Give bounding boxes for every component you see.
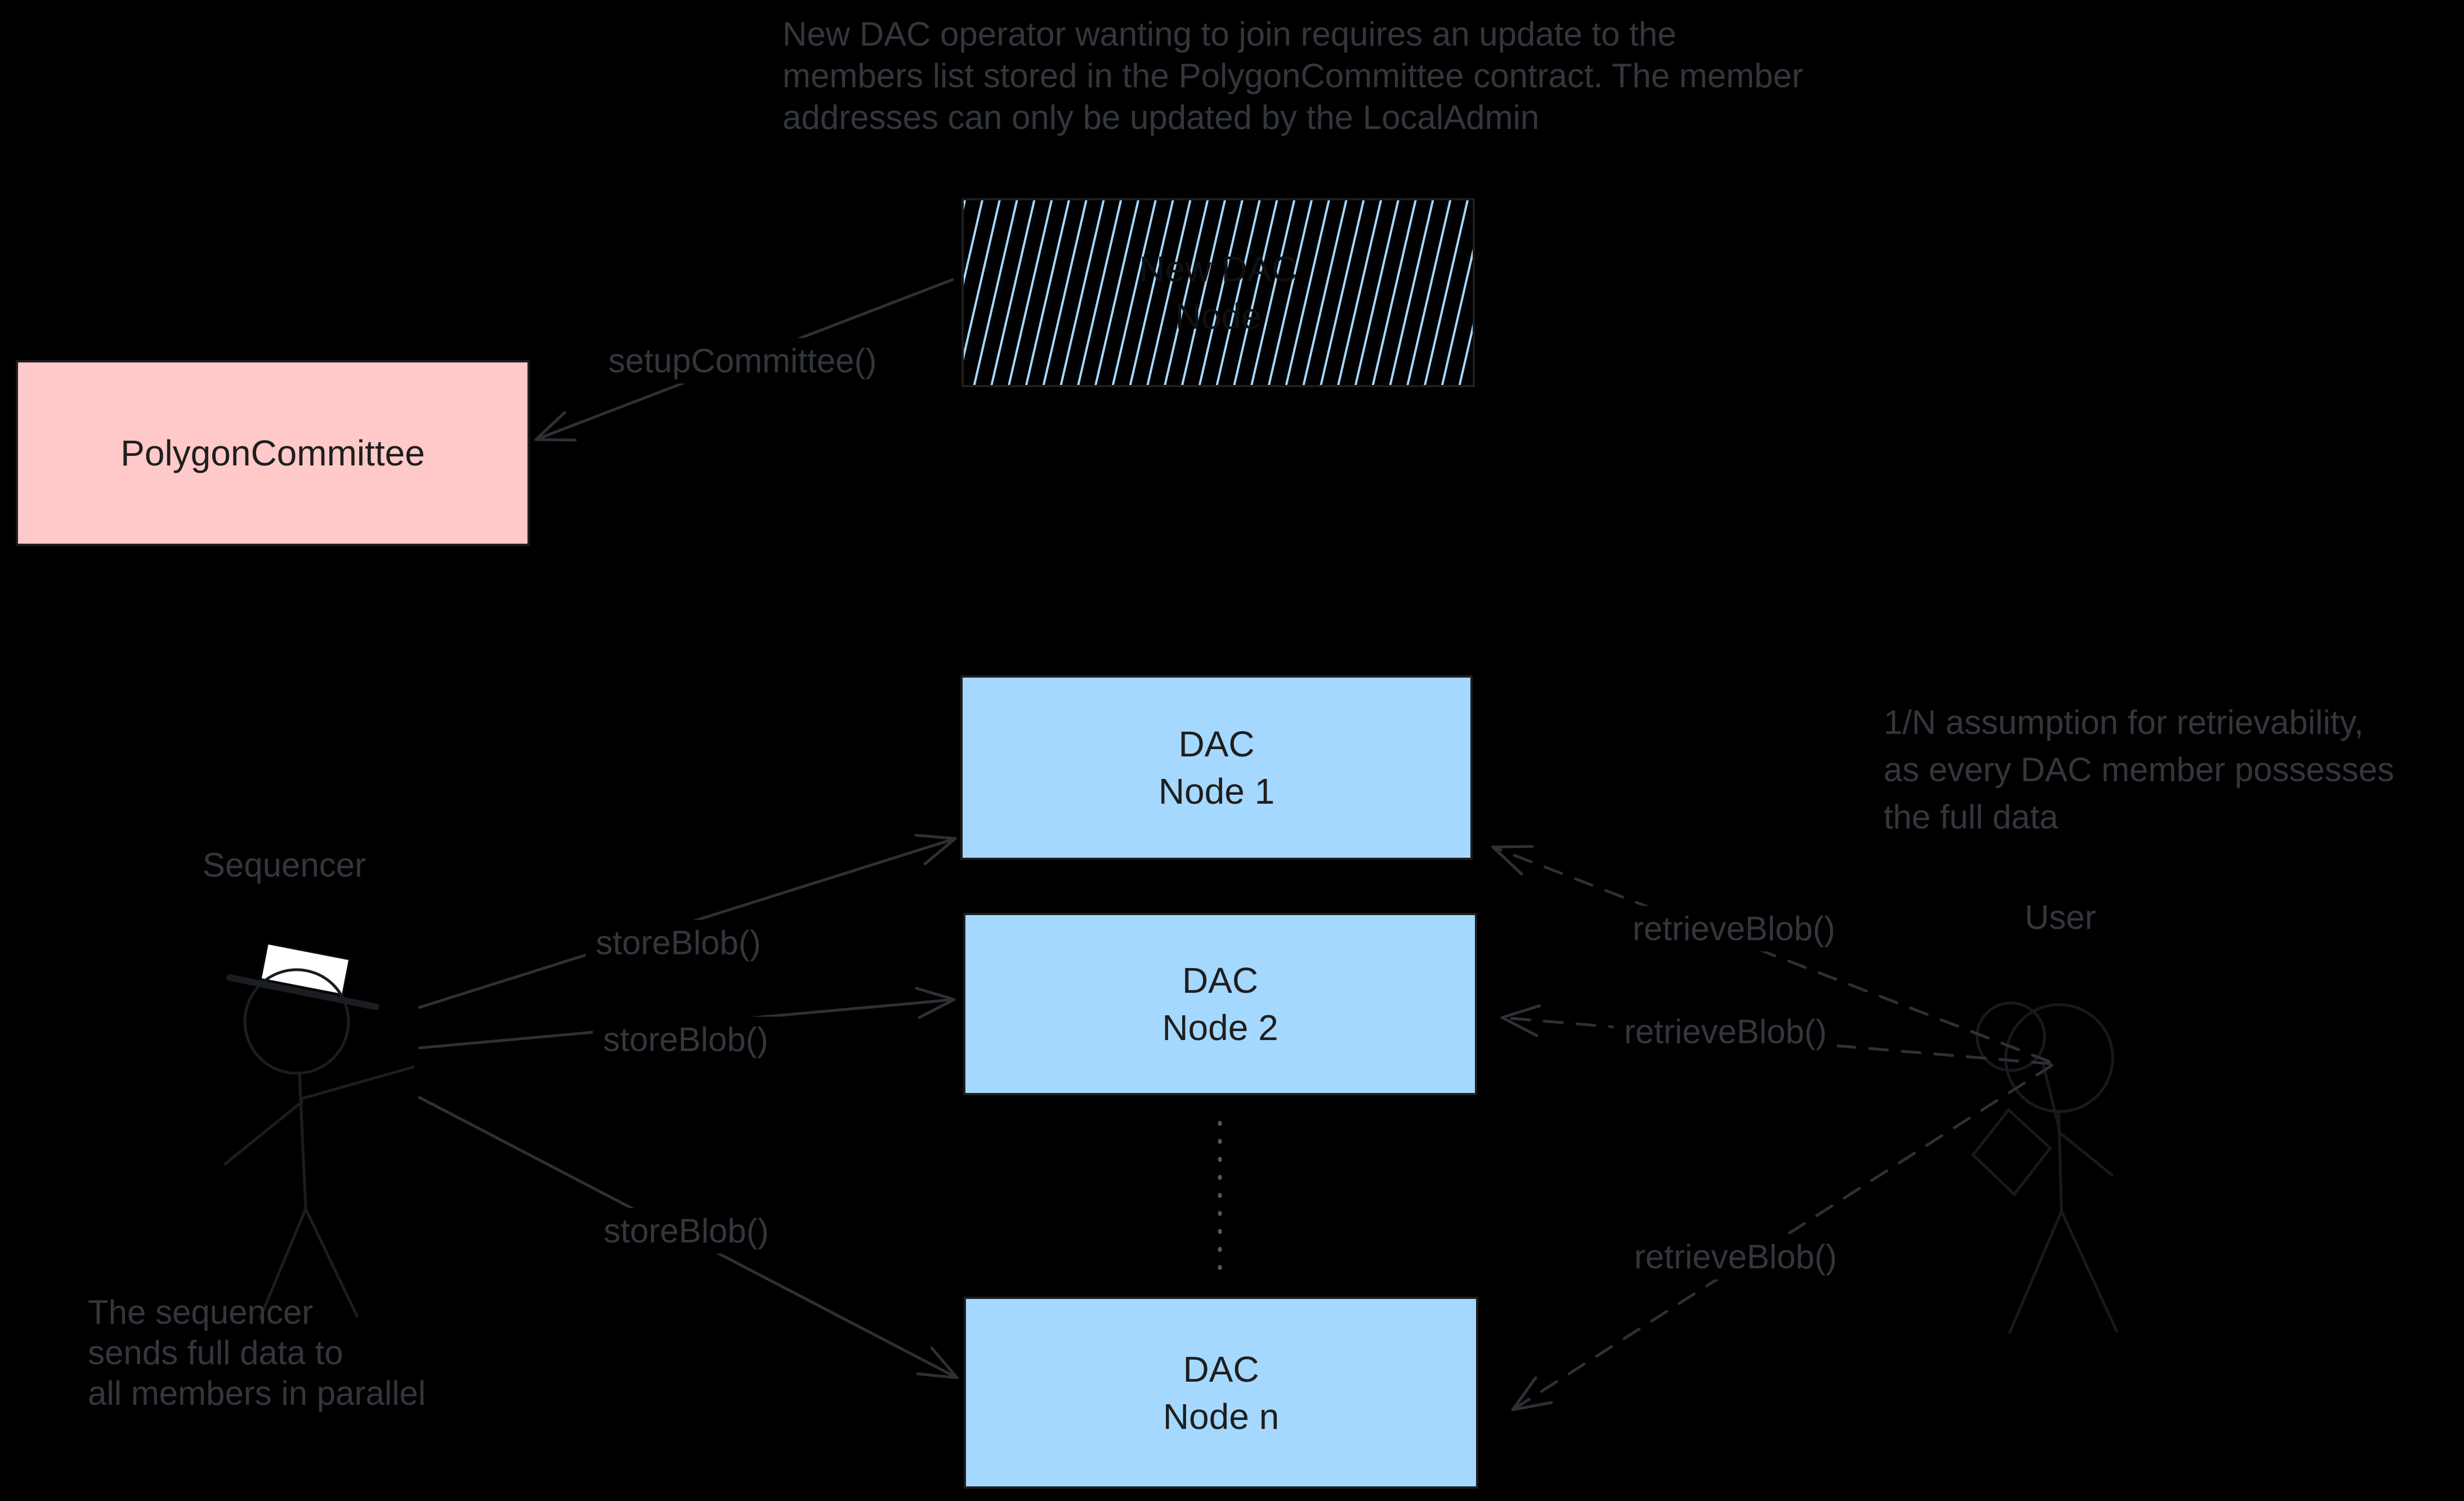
store-blob-arrow-1-head — [914, 834, 957, 866]
store-blob-edge-label-2: storeBlob() — [593, 1016, 779, 1063]
retrieve-blob-edge-label-1: retrieveBlob() — [1622, 906, 1846, 952]
user-arm-left — [2042, 1064, 2060, 1128]
new-dac-node-label-line1: New DAC — [1139, 249, 1298, 289]
retrieve-blob-arrow-3 — [1511, 1064, 2054, 1412]
dac-node-1-box: DAC Node 1 — [960, 675, 1473, 860]
sequencer-note-line3: all members in parallel — [88, 1374, 426, 1412]
retrieve-blob-arrow-1 — [1491, 845, 2051, 1063]
sequencer-note-line1: The sequencer — [88, 1293, 314, 1331]
sequencer-note-line2: sends full data to — [88, 1334, 343, 1372]
polygon-committee-box: PolygonCommittee — [16, 360, 530, 546]
dac-node-n-label-line1: DAC — [1183, 1348, 1259, 1390]
sequencer-head — [243, 968, 350, 1075]
user-leg-right — [2060, 1209, 2118, 1333]
store-blob-edge-label-3: storeBlob() — [593, 1208, 779, 1254]
user-label: User — [2024, 898, 2096, 937]
top-annotation-line2: members list stored in the PolygonCommit… — [782, 57, 1803, 95]
retrieve-blob-edge-label-3: retrieveBlob() — [1624, 1234, 1848, 1280]
top-annotation-line1: New DAC operator wanting to join require… — [782, 15, 1676, 53]
retrieve-blob-arrow-1-head — [1491, 845, 1534, 876]
sequencer-torso — [298, 1072, 307, 1211]
sequencer-hat-brim — [226, 974, 379, 1010]
user-leg-left — [2008, 1209, 2063, 1334]
dac-node-2-label-line2: Node 2 — [1162, 1007, 1278, 1048]
setup-committee-arrowhead — [534, 411, 577, 442]
user-torso — [2057, 1110, 2063, 1213]
retrieve-blob-arrow-2-head — [1500, 1004, 1541, 1037]
sequencer-note-annotation: The sequencer sends full data to all mem… — [88, 1292, 426, 1414]
dac-node-2-box: DAC Node 2 — [963, 913, 1477, 1095]
retrievability-line1: 1/N assumption for retrievability, — [1884, 704, 2364, 741]
polygon-committee-label: PolygonCommittee — [120, 433, 425, 473]
user-scarf — [1971, 1108, 2052, 1197]
sequencer-leg-right — [304, 1207, 359, 1318]
new-dac-node-label-line2: Node — [1175, 296, 1262, 337]
retrieve-blob-edge-label-2: retrieveBlob() — [1613, 1009, 1837, 1055]
dac-node-1-label-line2: Node 1 — [1158, 771, 1275, 812]
retrieve-blob-arrow-3-line — [1511, 1064, 2054, 1412]
top-annotation-line3: addresses can only be updated by the Loc… — [782, 98, 1540, 136]
user-hair — [1975, 1001, 2046, 1072]
retrieve-blob-arrow-3-head — [1511, 1376, 1553, 1412]
sequencer-arm-left — [223, 1100, 303, 1166]
user-figure — [1971, 1001, 2118, 1334]
retrieve-blob-arrow-1-line — [1491, 845, 2051, 1063]
store-blob-edge-label-1: storeBlob() — [585, 920, 771, 966]
user-arm-right — [2058, 1131, 2114, 1177]
retrievability-annotation: 1/N assumption for retrievability, as ev… — [1884, 699, 2394, 841]
top-annotation: New DAC operator wanting to join require… — [782, 14, 1803, 138]
sequencer-arm-right — [300, 1065, 415, 1100]
new-dac-node-box: New DAC Node — [962, 198, 1475, 387]
retrievability-line3: the full data — [1884, 798, 2059, 836]
sequencer-label: Sequencer — [202, 846, 366, 884]
sequencer-figure — [223, 942, 415, 1320]
retrievability-line2: as every DAC member possesses — [1884, 751, 2394, 788]
dac-node-n-label-line2: Node n — [1162, 1396, 1280, 1437]
user-head — [2004, 1003, 2114, 1113]
store-blob-arrow-2-head — [915, 987, 956, 1019]
dac-node-1-label-line1: DAC — [1178, 724, 1255, 764]
setup-committee-edge-label: setupCommittee() — [598, 338, 887, 384]
sequencer-leg-left — [258, 1207, 307, 1320]
dac-node-2-label-line1: DAC — [1182, 960, 1259, 1001]
dac-node-n-box: DAC Node n — [964, 1297, 1478, 1489]
store-blob-arrow-3-head — [916, 1346, 959, 1379]
